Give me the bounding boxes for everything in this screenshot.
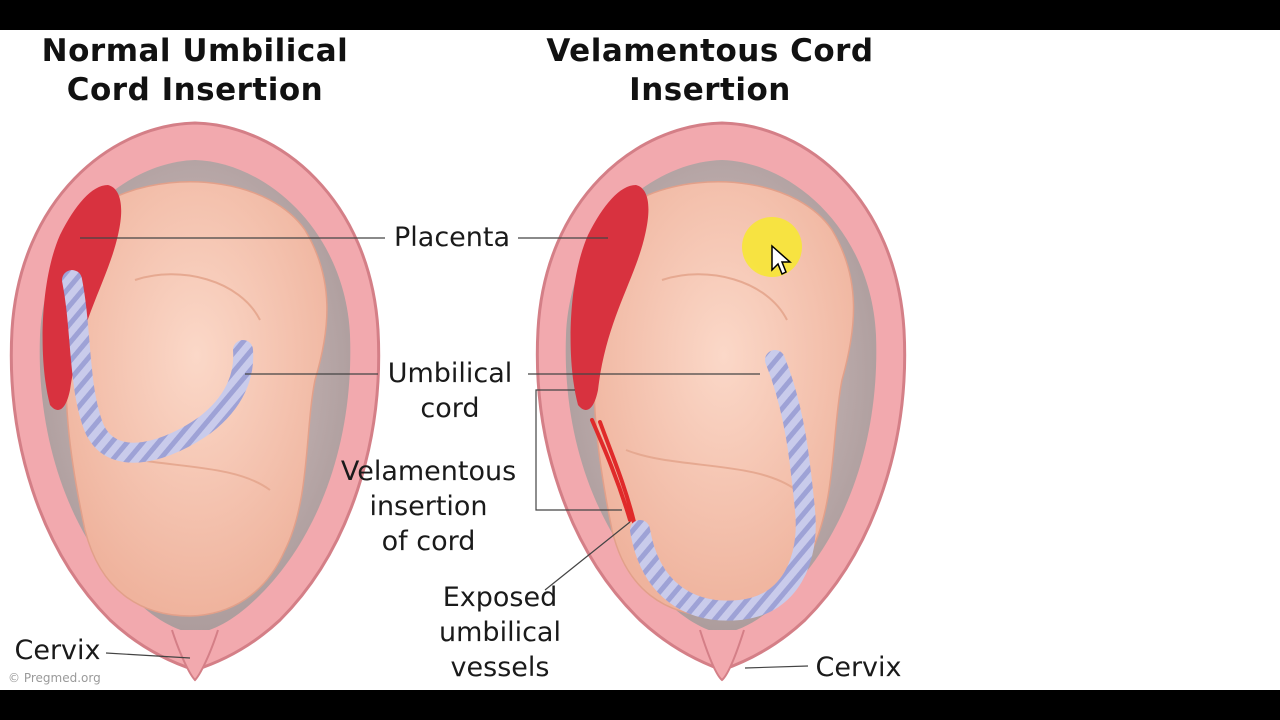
cursor-highlight: [742, 217, 802, 277]
normal-insertion-title: Normal Umbilical Cord Insertion: [41, 33, 349, 108]
umbilical-cord-shape: [630, 350, 816, 621]
placenta-shape: [570, 185, 649, 410]
umbilical-cord-label: Umbilical cord: [387, 358, 513, 424]
exposed-vessels-leader: [544, 521, 631, 591]
leader-lines: [80, 237, 809, 669]
cervix-shape: [171, 629, 219, 682]
pointer-cursor-icon: [771, 244, 792, 276]
cervix-label-right: Cervix: [815, 652, 902, 683]
diagram-canvas: Normal Umbilical Cord Insertion Velament…: [0, 30, 1280, 690]
placenta-label: Placenta: [393, 222, 511, 253]
velamentous-uterus: [535, 121, 907, 682]
fetus-leg: [625, 449, 797, 491]
fetus-arm: [134, 273, 261, 321]
umbilical-cord-shape: [62, 270, 254, 463]
cervix-label-left: Cervix: [14, 635, 101, 666]
illustration: [9, 121, 907, 682]
velamentous-leader: [535, 389, 622, 511]
watermark: © Pregmed.org: [8, 671, 101, 685]
fetus-arm: [661, 273, 788, 321]
exposed-vessels-shape: [590, 418, 636, 524]
velamentous-insertion-label: Velamentous insertion of cord: [340, 456, 517, 557]
cervix-leader-left: [105, 652, 191, 659]
normal-uterus: [9, 121, 381, 682]
cervix-shape: [699, 629, 745, 682]
exposed-vessels-label: Exposed umbilical vessels: [439, 582, 561, 683]
cervix-leader-right: [744, 665, 809, 669]
velamentous-insertion-title: Velamentous Cord Insertion: [546, 33, 874, 108]
